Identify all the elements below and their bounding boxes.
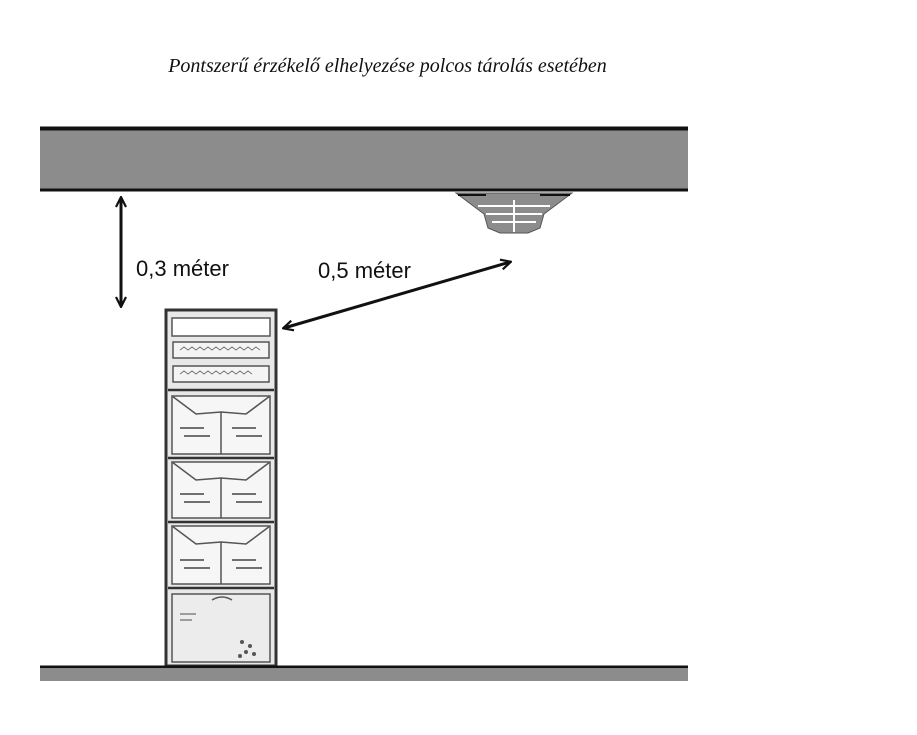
diagonal-distance-arrow [284,262,510,328]
diagram-title: Pontszerű érzékelő elhelyezése polcos tá… [168,55,607,77]
flat-box [172,365,270,383]
vertical-distance-label: 0,3 méter [136,256,229,281]
storage-shelf [164,308,278,668]
carton-box-row [171,461,271,519]
floor [40,665,688,681]
smoke-detector-icon [454,192,574,234]
bottom-box [171,593,271,663]
flat-box [172,341,270,359]
carton-box-row [171,525,271,585]
diagonal-distance-label: 0,5 méter [318,258,411,283]
carton-box-row [171,395,271,455]
ceiling [40,126,688,192]
